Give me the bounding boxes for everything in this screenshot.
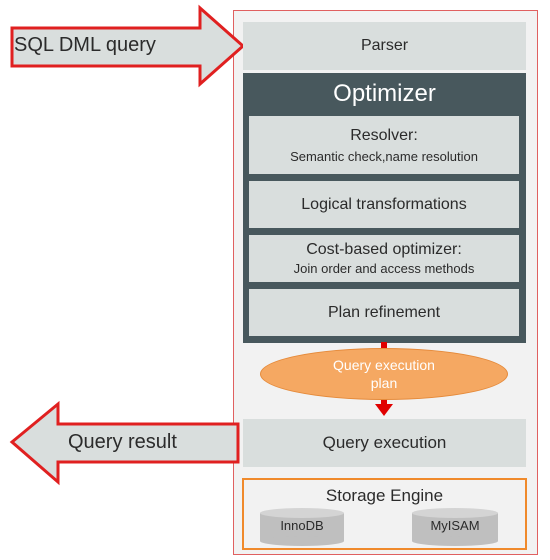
myisam-label: MyISAM bbox=[430, 518, 480, 533]
query-execution-box: Query execution bbox=[243, 419, 526, 467]
optimizer-title: Optimizer bbox=[333, 80, 436, 107]
query-execution-label: Query execution bbox=[322, 433, 447, 452]
plan-refinement-label: Plan refinement bbox=[327, 303, 441, 321]
query-execution-plan: Query execution plan bbox=[260, 348, 508, 400]
plan-refinement-box: Plan refinement bbox=[249, 289, 519, 336]
storage-engine-title: Storage Engine bbox=[325, 486, 444, 505]
resolver-subtitle: Semantic check,name resolution bbox=[290, 148, 478, 164]
resolver-box: Resolver: Semantic check,name resolution bbox=[249, 116, 519, 174]
logical-transformations-box: Logical transformations bbox=[249, 181, 519, 228]
cost-based-optimizer-box: Cost-based optimizer: Join order and acc… bbox=[249, 235, 519, 282]
innodb-label: InnoDB bbox=[280, 518, 324, 533]
resolver-title: Resolver: bbox=[350, 126, 418, 144]
plan-line-2: plan bbox=[370, 375, 398, 391]
cost-based-optimizer-title: Cost-based optimizer: bbox=[306, 241, 462, 258]
logical-transformations-label: Logical transformations bbox=[301, 195, 467, 213]
input-arrow bbox=[10, 4, 246, 88]
output-arrow-label: Query result bbox=[68, 431, 177, 453]
parser-label: Parser bbox=[360, 37, 409, 54]
plan-line-1: Query execution bbox=[333, 357, 435, 373]
cost-based-optimizer-subtitle: Join order and access methods bbox=[293, 261, 475, 276]
innodb-cylinder-icon bbox=[260, 508, 344, 546]
myisam-cylinder-icon bbox=[412, 508, 498, 546]
output-arrow bbox=[9, 400, 240, 486]
parser-box: Parser bbox=[243, 22, 526, 70]
input-arrow-label: SQL DML query bbox=[14, 34, 156, 56]
